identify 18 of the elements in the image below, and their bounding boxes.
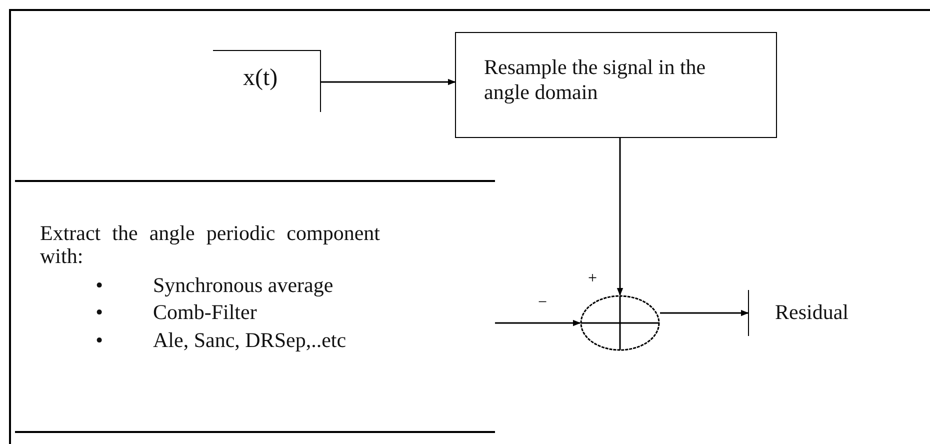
node-text: Residual [775, 300, 848, 325]
bullet: • [96, 272, 103, 300]
bullet: • [96, 326, 103, 354]
arrow [660, 310, 749, 316]
list-item: Ale, Sanc, DRSep,..etc [153, 326, 346, 354]
node-text: Resample the signal in the angle domain [484, 55, 707, 106]
arrow [616, 138, 624, 296]
text-section [15, 180, 495, 433]
arrow [495, 320, 581, 326]
arrow [321, 78, 456, 86]
description-text: Extract the angle periodic component with: [40, 222, 380, 268]
list-item: Comb-Filter [153, 299, 257, 326]
process-box [455, 32, 777, 138]
signal-name: x(t) [243, 65, 278, 92]
summing-junction [580, 295, 660, 351]
list-item: Synchronous average [153, 272, 334, 300]
bullet: • [96, 299, 103, 326]
input-signal-label [213, 50, 321, 112]
